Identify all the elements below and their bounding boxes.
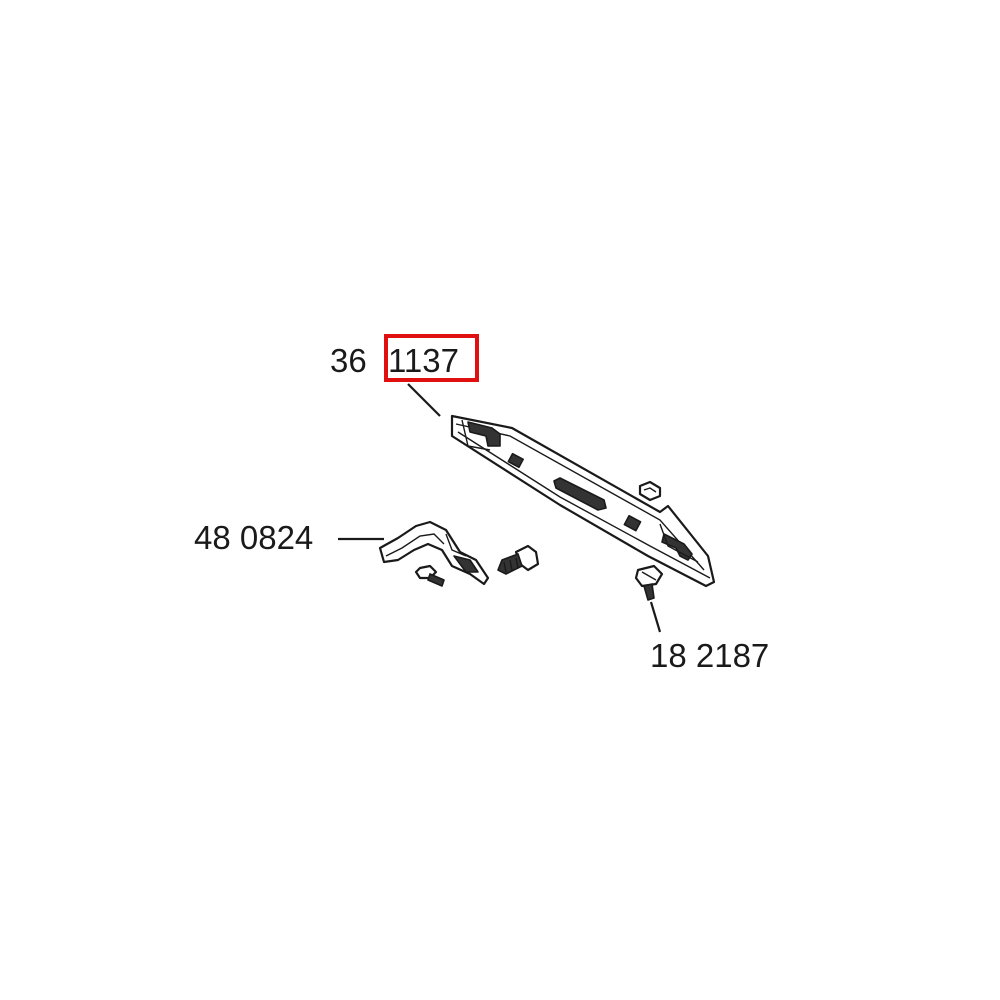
callout-screw[interactable]: 18 2187 xyxy=(649,601,769,674)
callout-rail-prefix: 36 xyxy=(330,342,367,379)
callout-rail[interactable]: 36 1137 xyxy=(330,334,479,417)
leader-line-rail xyxy=(407,383,441,417)
callout-rail-number: 1137 xyxy=(388,342,459,379)
highlight-box xyxy=(384,334,479,382)
bolt-part xyxy=(497,544,540,575)
callout-bracket[interactable]: 48 0824 xyxy=(194,519,384,556)
callout-bracket-label: 48 0824 xyxy=(194,519,313,556)
small-screw-part xyxy=(414,564,445,587)
bracket-part xyxy=(378,520,490,586)
screw-part xyxy=(634,564,664,601)
callout-screw-label: 18 2187 xyxy=(650,637,769,674)
rail-part xyxy=(450,414,716,588)
leader-line-screw xyxy=(649,601,662,633)
